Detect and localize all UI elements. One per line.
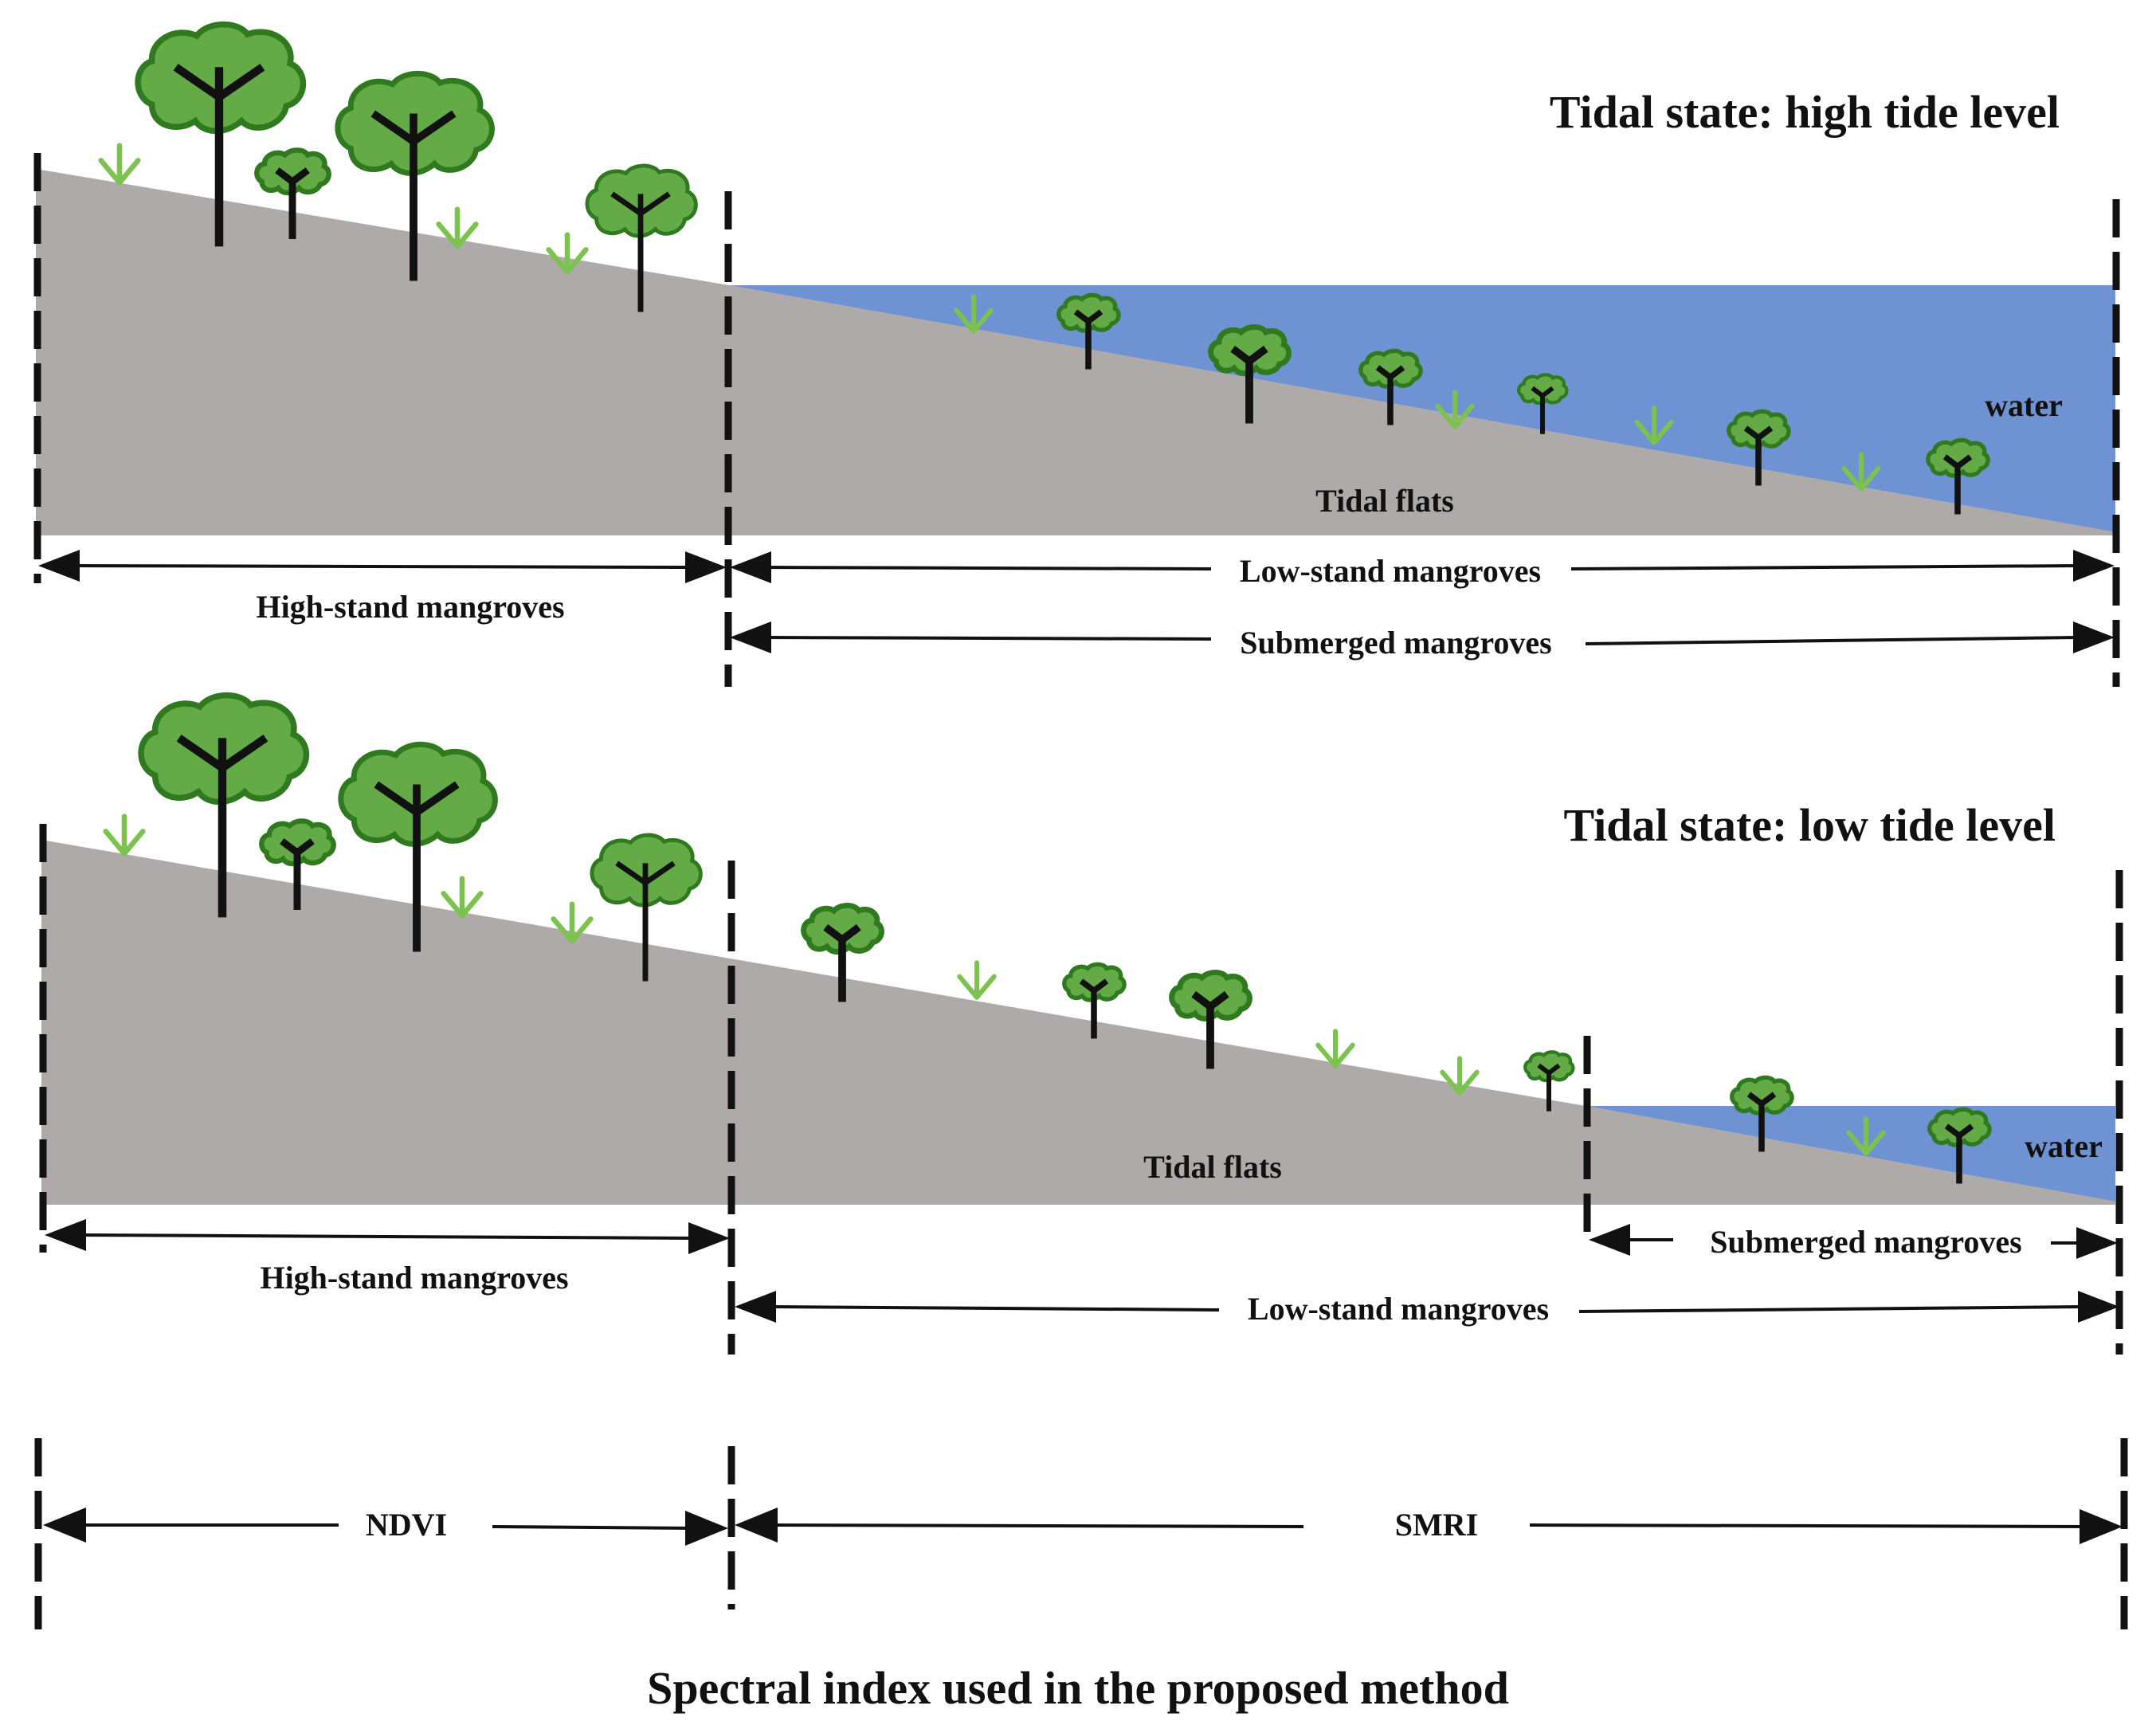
tidal-flats-label: Tidal flats [1315,483,1454,519]
grass-icon [106,817,143,854]
zone-arrow [1585,636,2080,645]
arrow-head-right [2076,1227,2118,1259]
arrow-head-left [730,551,771,583]
zone-label-high-stand: High-stand mangroves [256,589,564,625]
arrow-head-left [45,1219,86,1251]
panel-title: Tidal state: high tide level [1550,86,2060,138]
arrow-head-left [1589,1224,1630,1256]
zone-label-low-stand: Low-stand mangroves [1248,1291,1549,1327]
zone-arrow [764,636,1212,641]
zone-label-submerged: Submerged mangroves [1240,625,1551,661]
panel-high-tide: Tidal state: high tide level water Tidal… [33,25,2120,687]
index-arrow [492,1525,694,1530]
arrow-head-right [2078,1291,2119,1323]
zone-arrow [769,1305,1220,1312]
index-arrow [769,1523,1304,1528]
zone-arrow [764,566,1212,570]
arrow-head-right [685,551,727,583]
panel-low-tide: Tidal state: low tide level water Tidal … [39,696,2123,1355]
grass-icon [101,146,139,183]
arrow-head-right [2073,550,2115,582]
arrow-head-left [735,1508,778,1543]
ground-slope [41,840,2115,1205]
index-label-smri: SMRI [1395,1507,1478,1543]
zone-arrow [79,1233,696,1240]
tidal-flats-label: Tidal flats [1143,1149,1282,1185]
zone-arrow [75,564,691,569]
zone-arrow [1578,1305,2085,1313]
arrow-head-left [735,1291,776,1323]
grass-icon [1318,1031,1352,1065]
arrow-head-right [2073,621,2115,653]
zone-arrow [1570,564,2080,570]
panel-title: Tidal state: low tide level [1563,799,2056,851]
figure-caption: Spectral index used in the proposed meth… [647,1662,1509,1714]
arrow-head-left [43,1508,86,1543]
index-label-ndvi: NDVI [366,1507,447,1543]
arrow-head-right [685,1511,728,1546]
water-label: water [1985,387,2063,423]
arrow-head-left [730,621,771,653]
water-label: water [2025,1128,2103,1164]
panel-spectral-index: NDVI SMRI Spectral index used in the pro… [34,1438,2128,1714]
arrow-head-left [38,550,80,582]
zone-label-low-stand: Low-stand mangroves [1240,553,1541,589]
arrow-head-right [688,1222,730,1254]
zone-label-submerged: Submerged mangroves [1710,1224,2021,1260]
index-arrow [1529,1523,2087,1528]
arrow-head-right [2080,1509,2123,1544]
zone-label-high-stand: High-stand mangroves [260,1260,568,1296]
grass-icon [959,963,994,997]
